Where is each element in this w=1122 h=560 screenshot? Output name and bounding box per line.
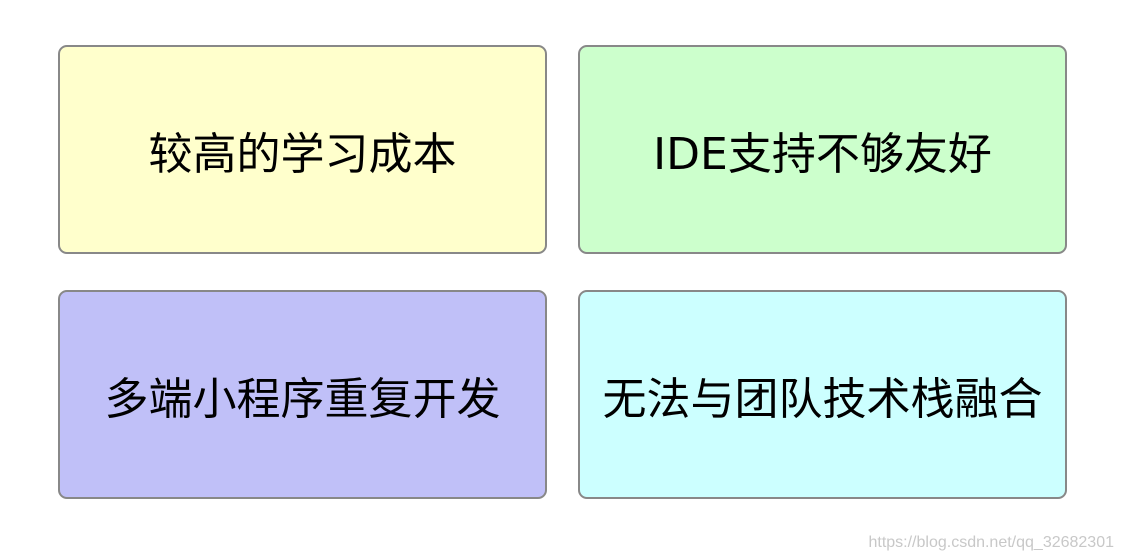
card-label: 无法与团队技术栈融合 <box>602 373 1043 425</box>
card-team-stack: 无法与团队技术栈融合 <box>578 290 1067 499</box>
watermark: https://blog.csdn.net/qq_32682301 <box>868 534 1114 551</box>
card-ide-support: IDE支持不够友好 <box>578 45 1067 254</box>
card-label: 多端小程序重复开发 <box>104 373 501 425</box>
card-label: IDE支持不够友好 <box>653 128 992 180</box>
card-label: 较高的学习成本 <box>148 128 457 180</box>
card-learning-cost: 较高的学习成本 <box>58 45 547 254</box>
card-multi-platform-dev: 多端小程序重复开发 <box>58 290 547 499</box>
